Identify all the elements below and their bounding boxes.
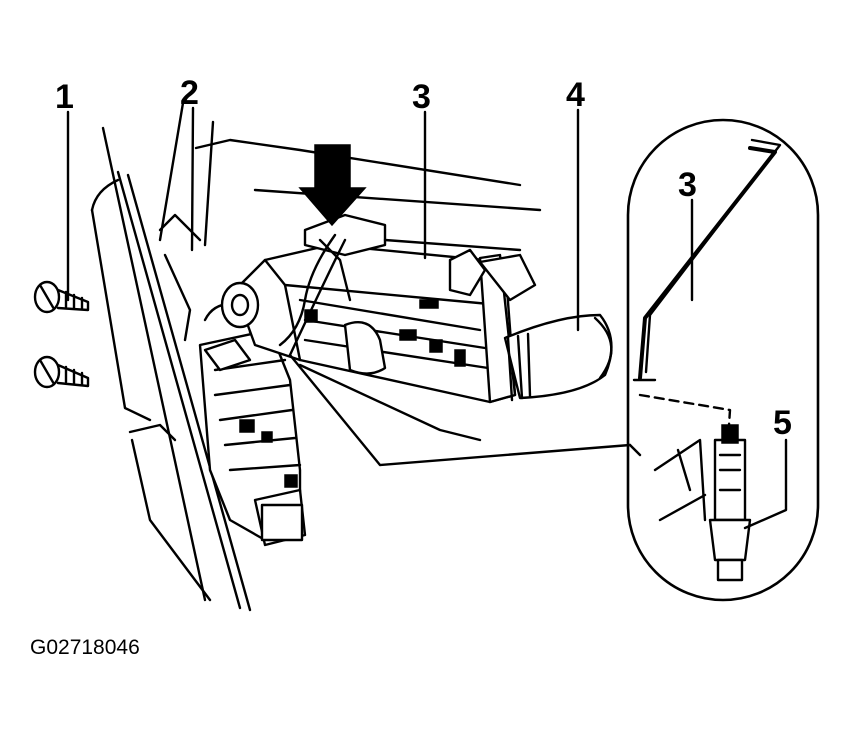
inset-clip <box>653 424 752 582</box>
callout-3-inset: 3 <box>678 166 697 204</box>
lock-housing <box>220 213 632 467</box>
screw-upper <box>33 280 90 314</box>
inset-rod <box>632 138 782 382</box>
callout-2: 2 <box>180 74 199 112</box>
callout-1: 1 <box>55 78 74 116</box>
lock-actuator <box>198 302 307 547</box>
inset-frame <box>626 118 820 602</box>
door-frame <box>90 126 542 612</box>
screw-lower <box>33 355 90 389</box>
rubber-boot <box>503 313 613 402</box>
callout-4: 4 <box>566 76 585 114</box>
inset-dashed-line <box>638 393 732 442</box>
down-arrow-icon <box>298 144 367 227</box>
figure-code: G02718046 <box>30 636 140 659</box>
leader-lines <box>66 101 788 530</box>
callout-5: 5 <box>773 404 792 442</box>
callout-3: 3 <box>412 78 431 116</box>
